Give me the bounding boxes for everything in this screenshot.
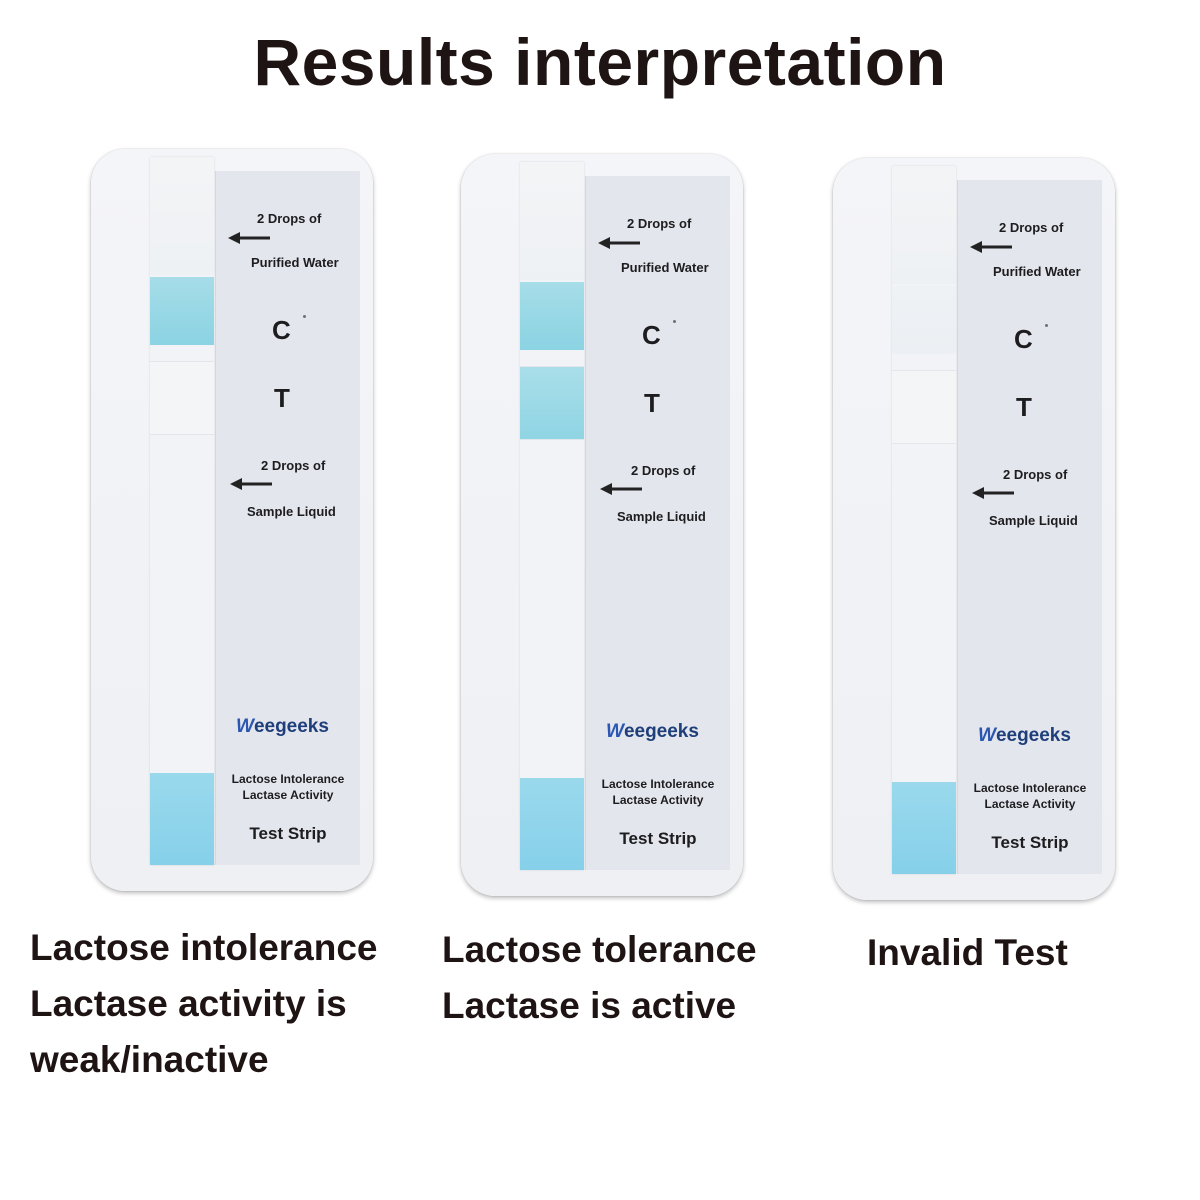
label-panel: 2 Drops of Purified Water C T 2 Drops of… bbox=[957, 180, 1102, 874]
control-line-band bbox=[150, 277, 214, 345]
dot-mark bbox=[303, 315, 306, 318]
sample-strip bbox=[150, 157, 214, 865]
strip-name-label: Test Strip bbox=[619, 829, 697, 848]
sample-pad bbox=[892, 782, 956, 874]
arrow-left-icon bbox=[230, 478, 272, 490]
test-card-tolerance: 2 Drops of Purified Water C T 2 Drops of… bbox=[461, 154, 743, 896]
sample-strip bbox=[520, 162, 584, 870]
water-pad bbox=[520, 162, 584, 280]
product-description: Lactose Intolerance Lactase Activity bbox=[601, 777, 715, 807]
result-caption-invalid: Invalid Test bbox=[867, 925, 1068, 981]
arrow-left-icon bbox=[228, 232, 270, 244]
water-pad bbox=[150, 157, 214, 275]
arrow-left-icon bbox=[600, 483, 642, 495]
test-line-band bbox=[150, 361, 214, 435]
bottom-liquid-label: Sample Liquid bbox=[247, 504, 336, 519]
arrow-left-icon bbox=[598, 237, 640, 249]
bottom-drops-label: 2 Drops of bbox=[1003, 467, 1068, 482]
test-card-invalid: 2 Drops of Purified Water C T 2 Drops of… bbox=[833, 158, 1115, 900]
control-label: C bbox=[272, 315, 291, 345]
arrow-left-icon bbox=[970, 241, 1012, 253]
label-panel: 2 Drops of Purified Water C T 2 Drops of… bbox=[585, 176, 730, 870]
product-description: Lactose Intolerance Lactase Activity bbox=[973, 781, 1087, 811]
bottom-drops-label: 2 Drops of bbox=[261, 458, 326, 473]
sample-strip bbox=[892, 166, 956, 874]
dot-mark bbox=[1045, 324, 1048, 327]
top-liquid-label: Purified Water bbox=[251, 255, 339, 270]
brand-logo: Weegeeks bbox=[978, 725, 1071, 746]
test-card-intolerance: 2 Drops of Purified Water C T 2 Drops of… bbox=[91, 149, 373, 891]
result-caption-tolerance: Lactose tolerance Lactase is active bbox=[442, 922, 757, 1034]
sample-pad bbox=[150, 773, 214, 865]
control-line-band bbox=[892, 286, 956, 354]
test-label: T bbox=[644, 388, 660, 418]
top-drops-label: 2 Drops of bbox=[627, 216, 692, 231]
label-panel: 2 Drops of Purified Water C T 2 Drops of… bbox=[215, 171, 360, 865]
water-pad bbox=[892, 166, 956, 284]
top-drops-label: 2 Drops of bbox=[999, 220, 1064, 235]
result-line: Lactose intolerance bbox=[30, 927, 378, 968]
strip-name-label: Test Strip bbox=[249, 824, 327, 843]
result-line: Lactase is active bbox=[442, 985, 737, 1026]
page-title: Results interpretation bbox=[253, 25, 947, 99]
result-line: weak/inactive bbox=[30, 1039, 269, 1080]
result-line: Invalid Test bbox=[867, 932, 1068, 973]
dot-mark bbox=[673, 320, 676, 323]
bottom-liquid-label: Sample Liquid bbox=[989, 513, 1078, 528]
result-line: Lactase activity is bbox=[30, 983, 347, 1024]
bottom-liquid-label: Sample Liquid bbox=[617, 509, 706, 524]
test-line-band bbox=[520, 366, 584, 440]
sample-pad bbox=[520, 778, 584, 870]
top-drops-label: 2 Drops of bbox=[257, 211, 322, 226]
result-caption-intolerance: Lactose intolerance Lactase activity is … bbox=[30, 920, 378, 1088]
test-line-band bbox=[892, 370, 956, 444]
control-label: C bbox=[642, 320, 661, 350]
strip-name-label: Test Strip bbox=[991, 833, 1069, 852]
control-line-band bbox=[520, 282, 584, 350]
brand-logo: Weegeeks bbox=[606, 721, 699, 742]
bottom-drops-label: 2 Drops of bbox=[631, 463, 696, 478]
result-line: Lactose tolerance bbox=[442, 929, 757, 970]
test-label: T bbox=[1016, 392, 1032, 422]
top-liquid-label: Purified Water bbox=[621, 260, 709, 275]
top-liquid-label: Purified Water bbox=[993, 264, 1081, 279]
product-description: Lactose Intolerance Lactase Activity bbox=[231, 772, 345, 802]
control-label: C bbox=[1014, 324, 1033, 354]
test-label: T bbox=[274, 383, 290, 413]
arrow-left-icon bbox=[972, 487, 1014, 499]
brand-logo: Weegeeks bbox=[236, 716, 329, 737]
